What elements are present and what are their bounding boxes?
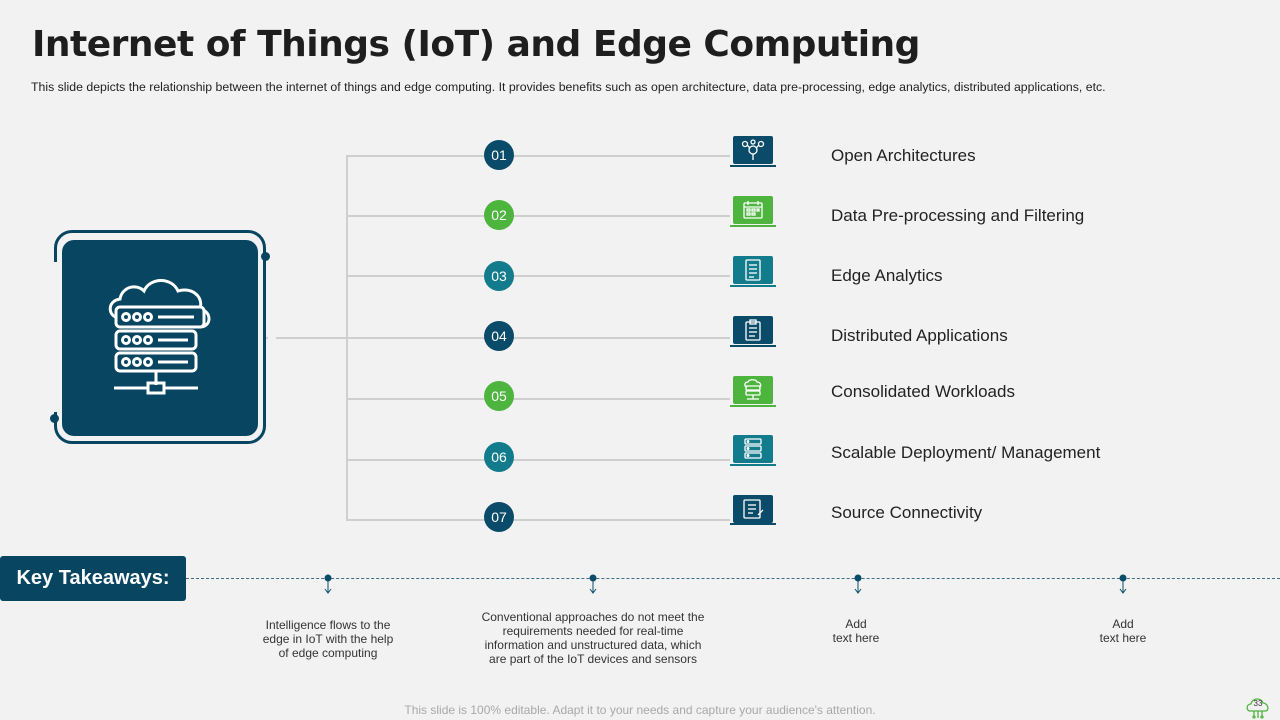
item-label: Consolidated Workloads xyxy=(831,382,1015,401)
hero-frame-dot xyxy=(50,414,59,423)
item-number-badge: 03 xyxy=(484,261,514,291)
takeaway-text: Add text here xyxy=(832,617,880,645)
takeaway-text: Intelligence flows to the edge in IoT wi… xyxy=(262,618,394,660)
page-number: 33 xyxy=(1253,699,1263,708)
icon-underline xyxy=(730,225,776,227)
timeline-marker xyxy=(589,574,597,594)
item-number-badge: 05 xyxy=(484,381,514,411)
timeline-marker xyxy=(1119,574,1127,594)
timeline-marker xyxy=(324,574,332,594)
connector-branch xyxy=(346,337,730,339)
connector-branch xyxy=(346,215,730,217)
cloud-icon xyxy=(1246,698,1269,719)
icon-underline xyxy=(730,345,776,347)
checklist-icon xyxy=(733,495,773,523)
server-cloud-icon xyxy=(733,376,773,404)
item-label: Data Pre-processing and Filtering xyxy=(831,206,1085,225)
slide-title: Internet of Things (IoT) and Edge Comput… xyxy=(32,24,920,65)
server-stack-icon xyxy=(733,435,773,463)
connector-branch xyxy=(346,275,730,277)
connector-branch xyxy=(346,459,730,461)
item-number-badge: 02 xyxy=(484,200,514,230)
icon-underline xyxy=(730,464,776,466)
icon-underline xyxy=(730,165,776,167)
calendar-icon xyxy=(733,196,773,224)
item-label: Source Connectivity xyxy=(831,503,983,522)
hero-tile xyxy=(62,240,258,436)
timeline-marker xyxy=(854,574,862,594)
clipboard-icon xyxy=(733,316,773,344)
page-number-badge: 33 xyxy=(1245,694,1271,720)
item-label: Open Architectures xyxy=(831,146,976,165)
document-list-icon xyxy=(733,256,773,284)
cloud-server-icon xyxy=(108,279,211,395)
item-number-badge: 06 xyxy=(484,442,514,472)
connector-branch xyxy=(346,519,730,521)
item-label: Edge Analytics xyxy=(831,266,943,285)
item-number-badge: 01 xyxy=(484,140,514,170)
icon-underline xyxy=(730,523,776,525)
footer-note: This slide is 100% editable. Adapt it to… xyxy=(404,703,876,717)
icon-underline xyxy=(730,405,776,407)
slide-subtitle: This slide depicts the relationship betw… xyxy=(31,80,1106,94)
item-label: Scalable Deployment/ Management xyxy=(831,443,1101,462)
item-number-badge: 04 xyxy=(484,321,514,351)
connector-branch xyxy=(346,398,730,400)
icon-underline xyxy=(730,285,776,287)
network-nodes-icon xyxy=(733,136,773,164)
connector-hero xyxy=(258,337,348,339)
takeaway-text: Conventional approaches do not meet the … xyxy=(481,610,705,666)
item-number-badge: 07 xyxy=(484,502,514,532)
takeaways-timeline xyxy=(186,578,1280,579)
item-label: Distributed Applications xyxy=(831,326,1008,345)
connector-branch xyxy=(346,155,730,157)
key-takeaways-label: Key Takeaways: xyxy=(0,556,186,601)
hero-frame-dot xyxy=(261,252,270,261)
takeaway-text: Add text here xyxy=(1099,617,1147,645)
